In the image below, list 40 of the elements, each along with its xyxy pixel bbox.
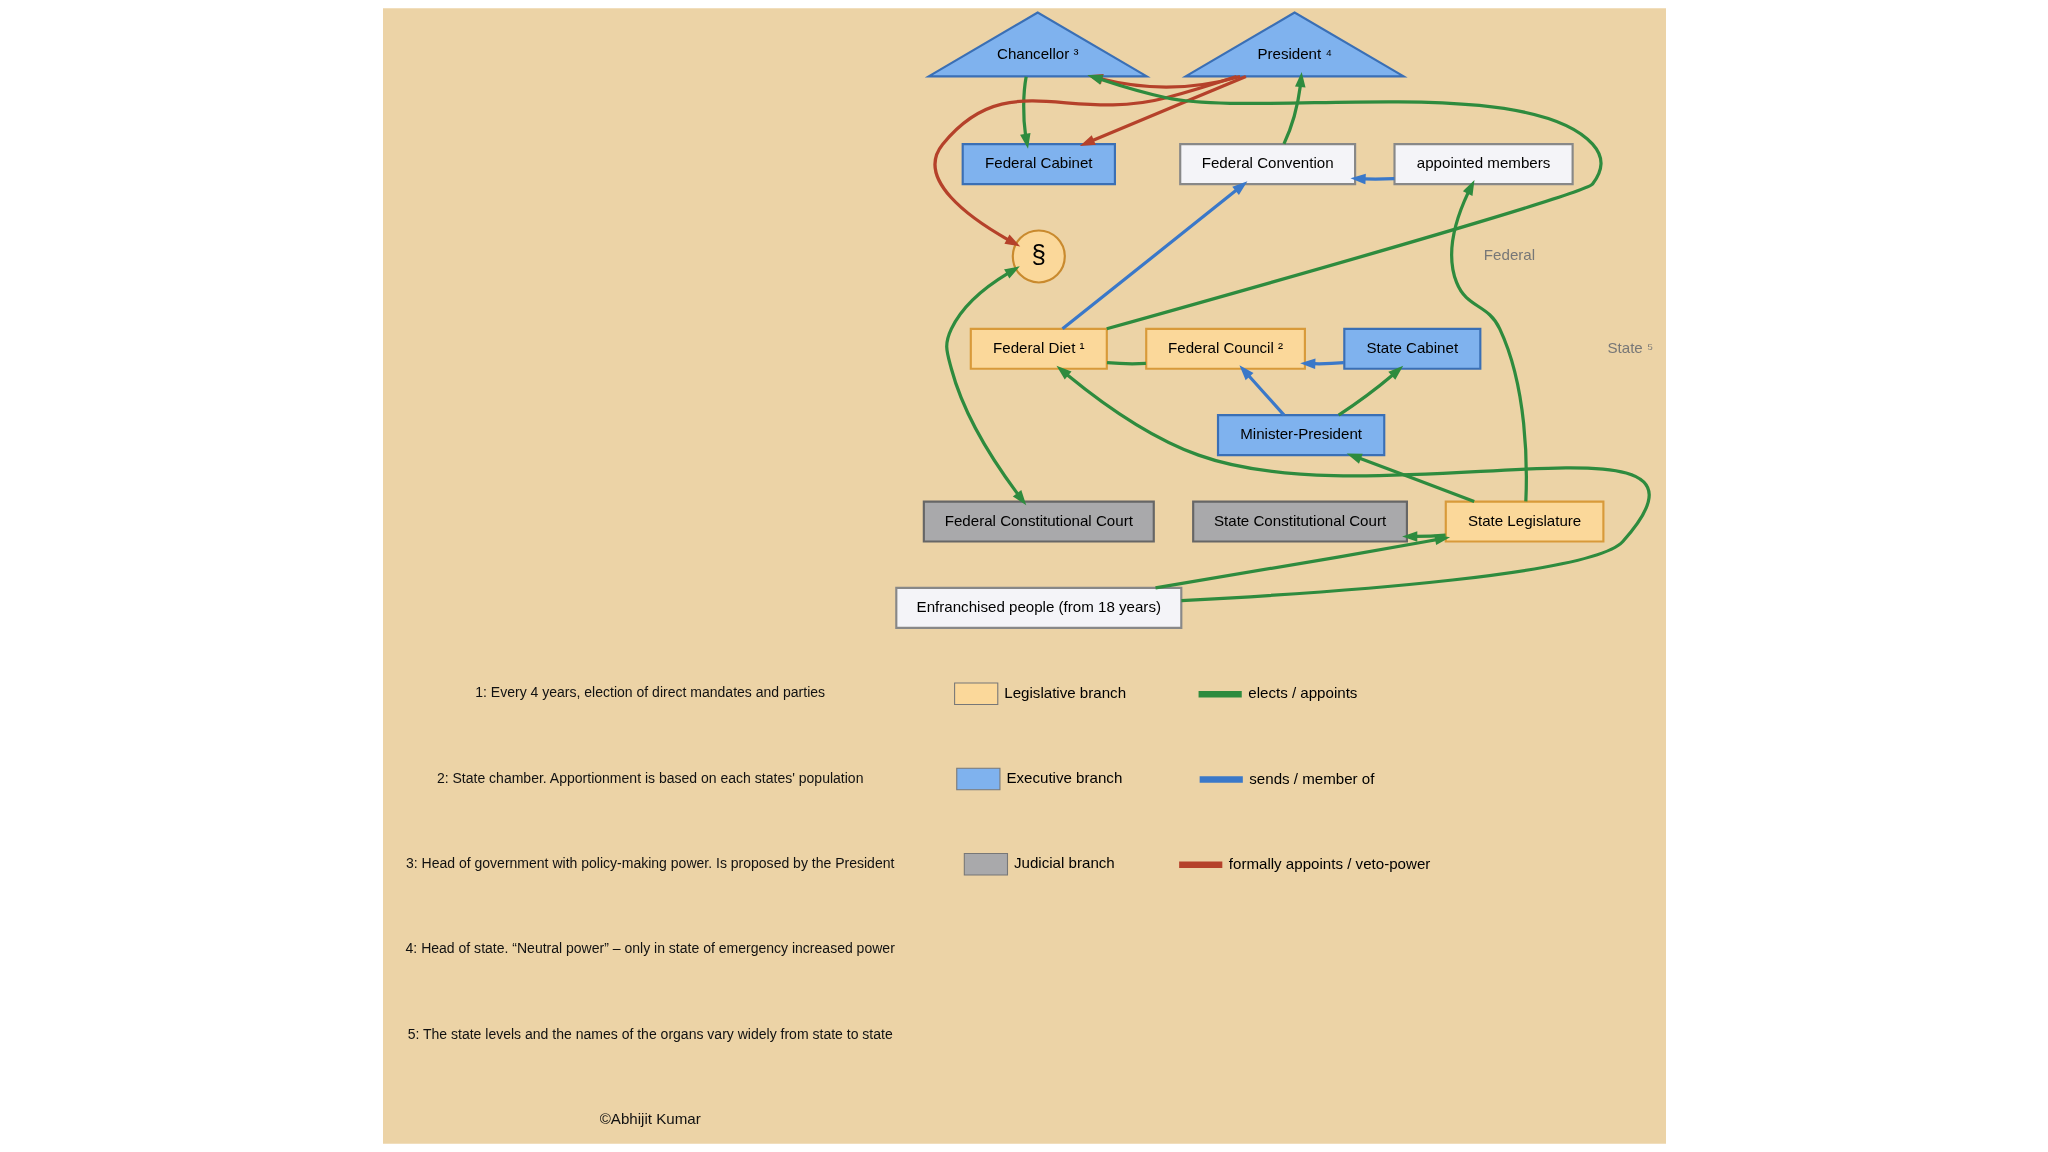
arrow (1299, 358, 1344, 370)
legend-label: Executive branch (1005, 768, 1122, 786)
label: State ⁵ (1607, 338, 1653, 356)
arrow (1349, 173, 1394, 185)
legend-label: Judicial branch (1013, 854, 1115, 872)
node-box: State Constitutional Court (1191, 500, 1408, 543)
arrow (944, 266, 1026, 506)
node-box: Federal Constitutional Court (922, 500, 1155, 543)
arrow (1449, 180, 1528, 502)
arrow (1337, 365, 1403, 417)
node-box: Enfranchised people (from 18 years) (894, 586, 1182, 629)
node-box: State Legislature (1444, 500, 1604, 543)
arrow (1019, 76, 1030, 149)
legend-label: Legislative branch (1003, 683, 1126, 701)
arrow (1346, 453, 1475, 503)
node-box: Federal Council ² (1144, 327, 1306, 370)
legend-label: sends / member of (1248, 769, 1374, 787)
node-box: Minister-President (1216, 414, 1385, 457)
node-circle: § (1011, 229, 1066, 284)
node-box: Federal Diet ¹ (969, 327, 1108, 370)
node-box: Federal Cabinet (961, 143, 1116, 186)
arrow (1061, 181, 1247, 331)
label: 4: Head of state. “Neutral power” – only in state of emergency increased power (405, 940, 895, 957)
node-box: appointed members (1392, 143, 1574, 186)
arrow (1281, 71, 1306, 145)
label: 1: Every 4 years, election of direct mandates and parties (474, 684, 825, 701)
label: 3: Head of government with policy-making power. Is proposed by the President (405, 854, 894, 871)
arrow (1401, 531, 1446, 542)
arrow (1238, 365, 1285, 417)
arrow (1055, 365, 1650, 603)
label: 5: The state levels and the names of the organs vary widely from state to state (407, 1025, 893, 1042)
label: Federal (1483, 246, 1535, 264)
label: ©Abhijit Kumar (599, 1110, 701, 1128)
connector (1106, 361, 1146, 366)
node-box: Federal Convention (1178, 143, 1356, 186)
label: 2: State chamber. Apportionment is based on each states' population (436, 769, 863, 786)
arrow (1154, 534, 1450, 590)
node-box: State Cabinet (1342, 327, 1481, 370)
legend-label: elects / appoints (1247, 684, 1357, 702)
legend-label: formally appoints / veto-power (1228, 854, 1430, 872)
